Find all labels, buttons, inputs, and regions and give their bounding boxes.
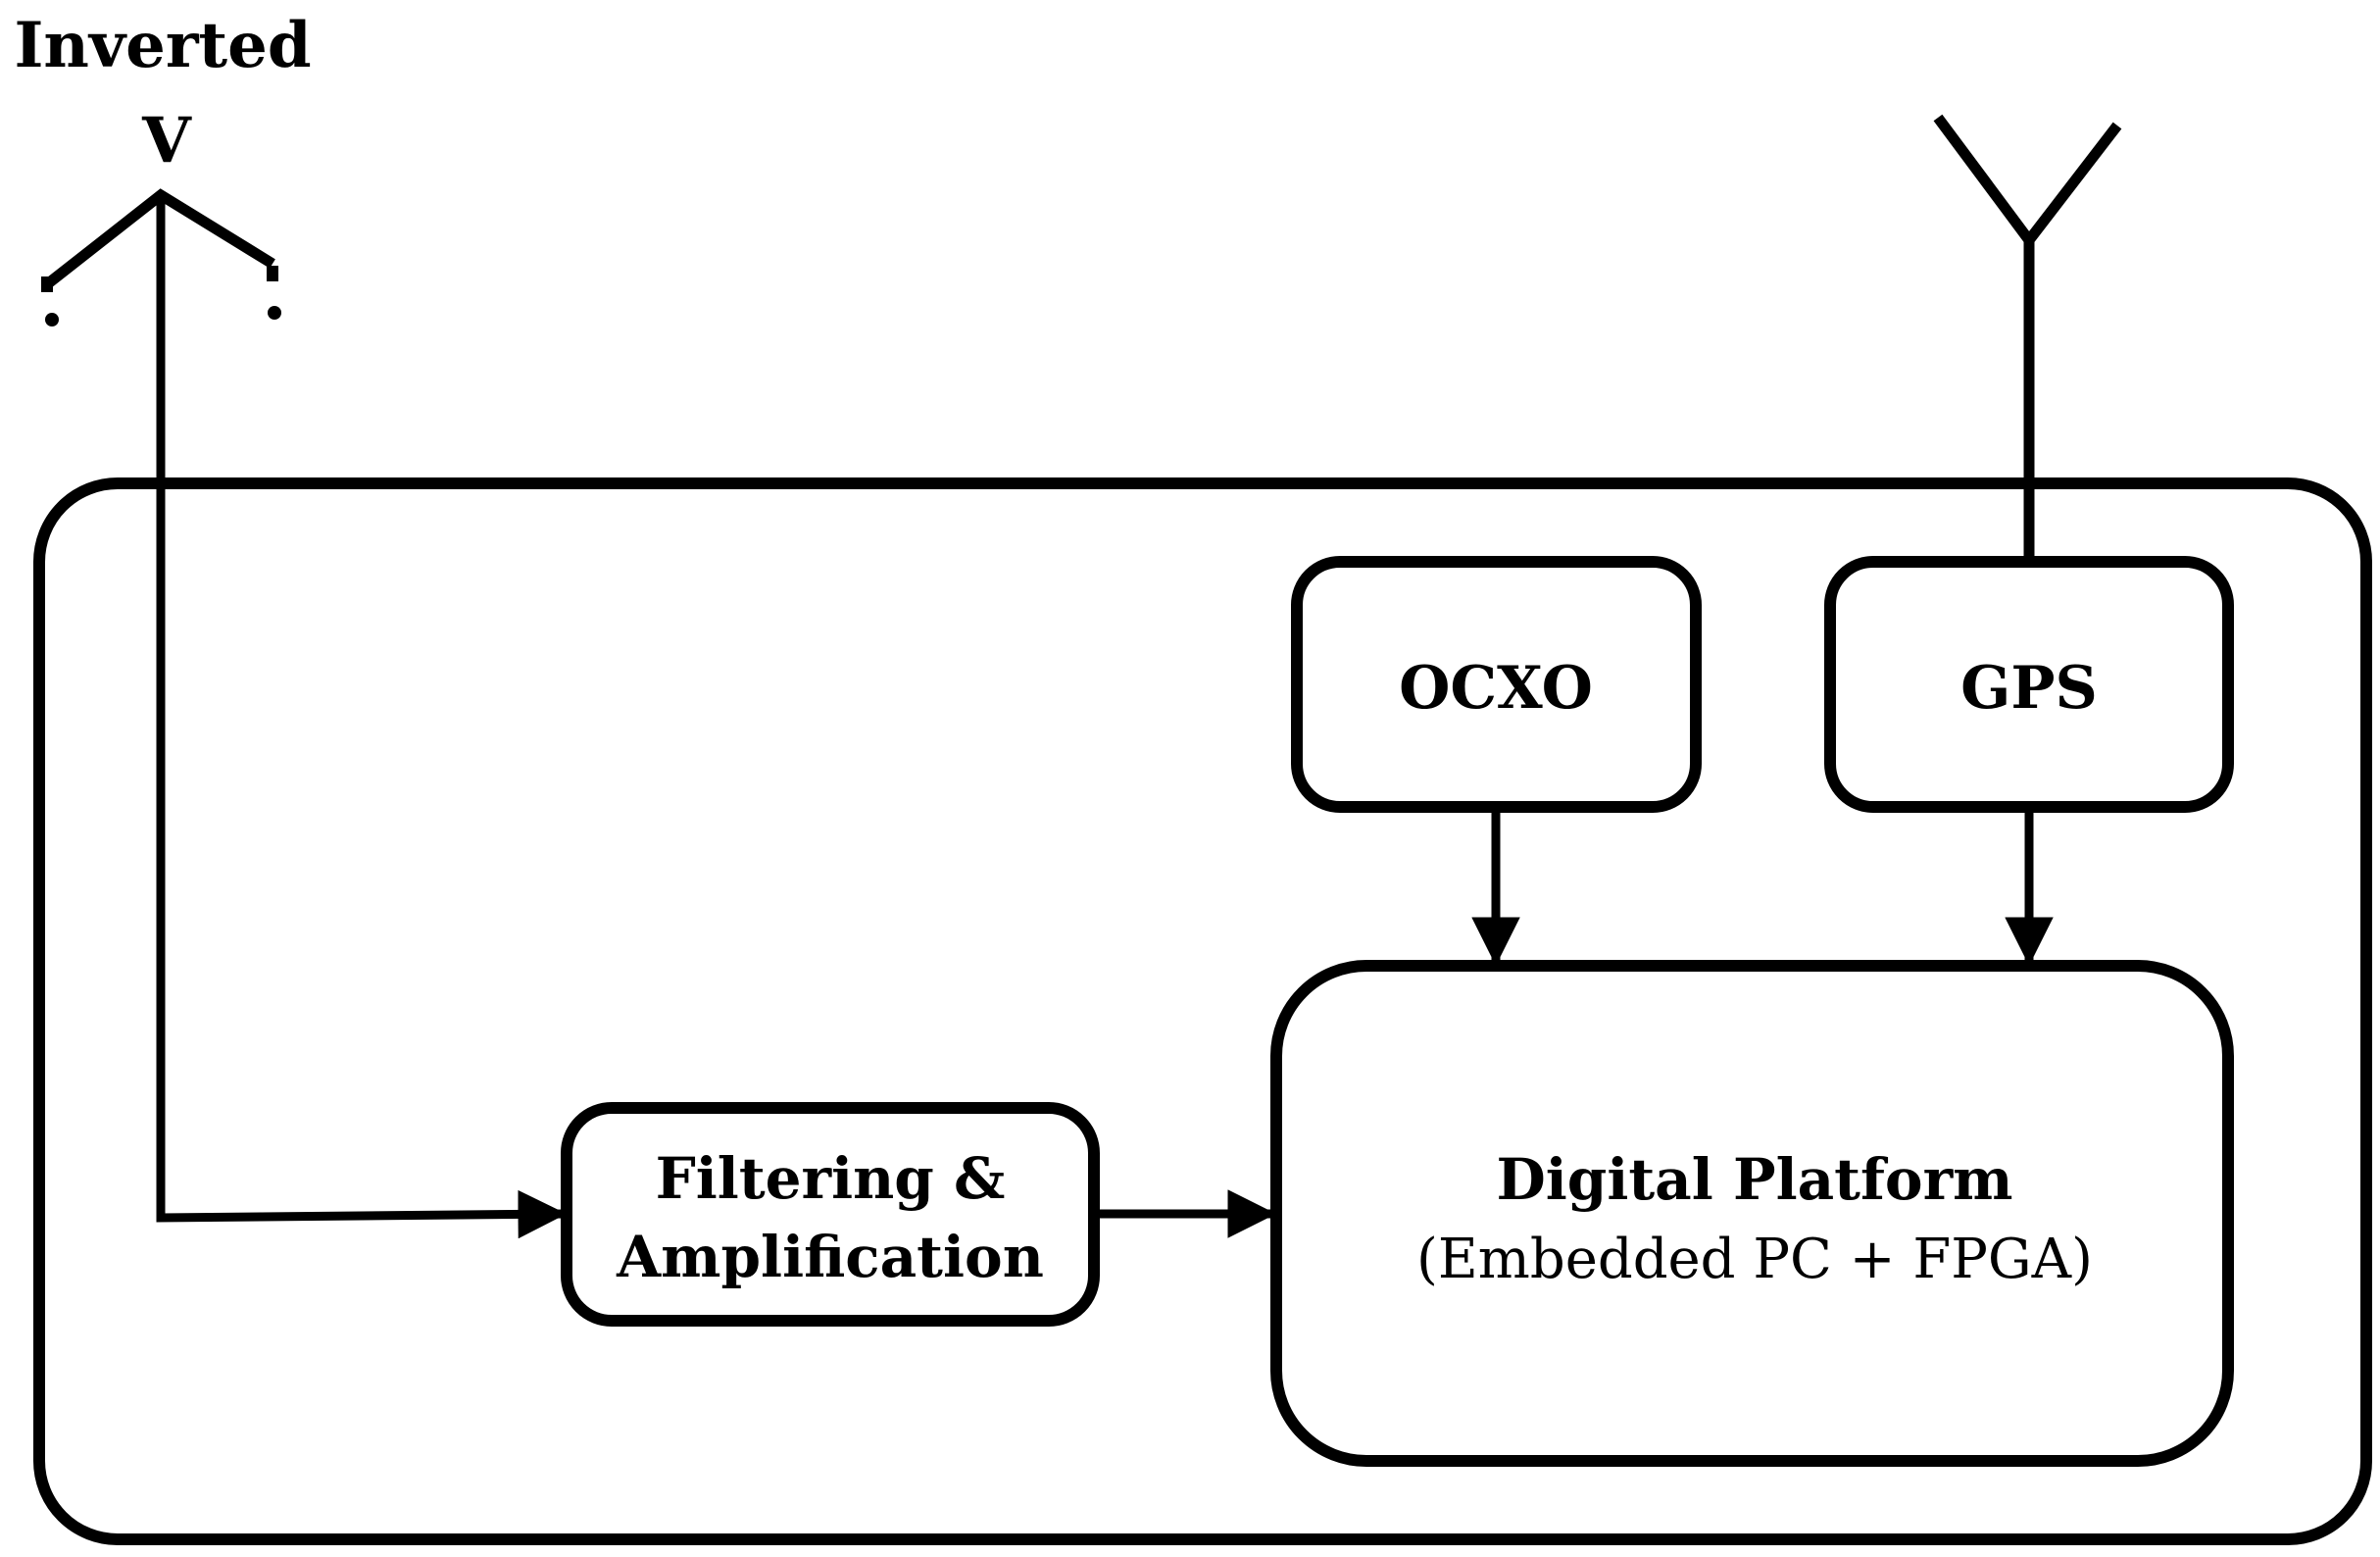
inverted-v-left-insulator (45, 313, 59, 326)
digital-platform-label-line1: Digital Platform (1496, 1146, 2012, 1213)
inverted-v-label-line2: V (141, 104, 192, 177)
inverted-v-label-line1: Inverted (14, 9, 311, 82)
filtering-label-line1: Filtering & (656, 1145, 1006, 1212)
receiver-enclosure (33, 477, 2372, 1545)
filtering-label-line2: Amplification (616, 1224, 1044, 1290)
gps-antenna-icon (1933, 114, 2122, 559)
gps-label: GPS (1960, 654, 2098, 723)
digital-platform-label-line2: (Embedded PC + FPGA) (1416, 1228, 2093, 1291)
inverted-v-right-insulator (268, 306, 281, 320)
antenna-feed-line (156, 195, 568, 1239)
digital-platform-block (1270, 960, 2234, 1467)
ocxo-label: OCXO (1399, 654, 1593, 723)
